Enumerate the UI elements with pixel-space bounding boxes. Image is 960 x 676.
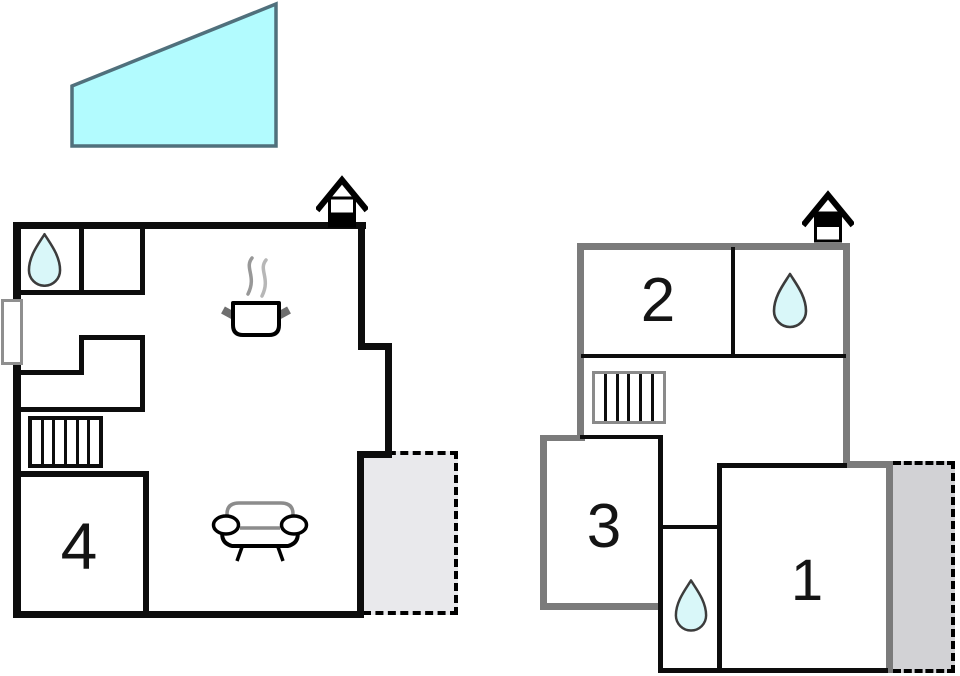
wall-segment: [79, 335, 84, 375]
wall-segment: [658, 435, 663, 673]
terrace-area: [893, 461, 955, 673]
wall-segment: [13, 611, 363, 618]
wall-segment: [540, 435, 585, 441]
wall-segment: [357, 451, 392, 458]
wall-segment: [540, 435, 547, 610]
wall-segment: [663, 525, 722, 529]
wall-segment: [886, 463, 893, 673]
wall-segment: [79, 229, 84, 295]
stove-icon: [221, 256, 291, 337]
water-drop-icon: [772, 272, 808, 329]
stairs-icon: [28, 416, 103, 468]
wall-segment: [580, 435, 663, 439]
wall-segment: [79, 335, 145, 340]
wall-segment: [358, 343, 392, 350]
wall-segment: [731, 247, 735, 358]
wall-segment: [357, 451, 364, 618]
wall-segment: [658, 668, 888, 673]
stairs-icon: [592, 371, 666, 424]
fireplace-icon: [316, 175, 368, 228]
wall-segment: [717, 463, 722, 673]
room-label-1: 1: [790, 548, 824, 613]
wall-segment: [13, 407, 145, 412]
wall-segment: [13, 471, 149, 477]
room-label-4: 4: [60, 509, 98, 583]
water-drop-icon: [674, 579, 708, 632]
wall-segment: [13, 370, 84, 375]
wall-segment: [577, 243, 584, 440]
sofa-icon: [211, 501, 309, 562]
wall-segment: [581, 354, 846, 358]
room-label-3: 3: [586, 492, 622, 561]
pool-shape: [70, 1, 278, 148]
wall-segment: [143, 471, 149, 618]
wall-segment: [385, 343, 392, 458]
wall-segment: [358, 222, 365, 350]
wall-segment: [722, 463, 847, 468]
wall-segment: [845, 461, 893, 468]
terrace-area: [363, 451, 458, 615]
wall-segment: [140, 335, 145, 412]
room-label-2: 2: [640, 266, 676, 335]
window-marker: [1, 299, 23, 365]
wall-segment: [13, 222, 366, 229]
water-drop-icon: [27, 232, 62, 287]
wall-segment: [540, 603, 663, 610]
wall-segment: [140, 229, 145, 295]
wall-segment: [577, 243, 850, 250]
wall-segment: [13, 222, 21, 618]
wall-segment: [843, 243, 850, 465]
fireplace-icon: [802, 190, 854, 243]
